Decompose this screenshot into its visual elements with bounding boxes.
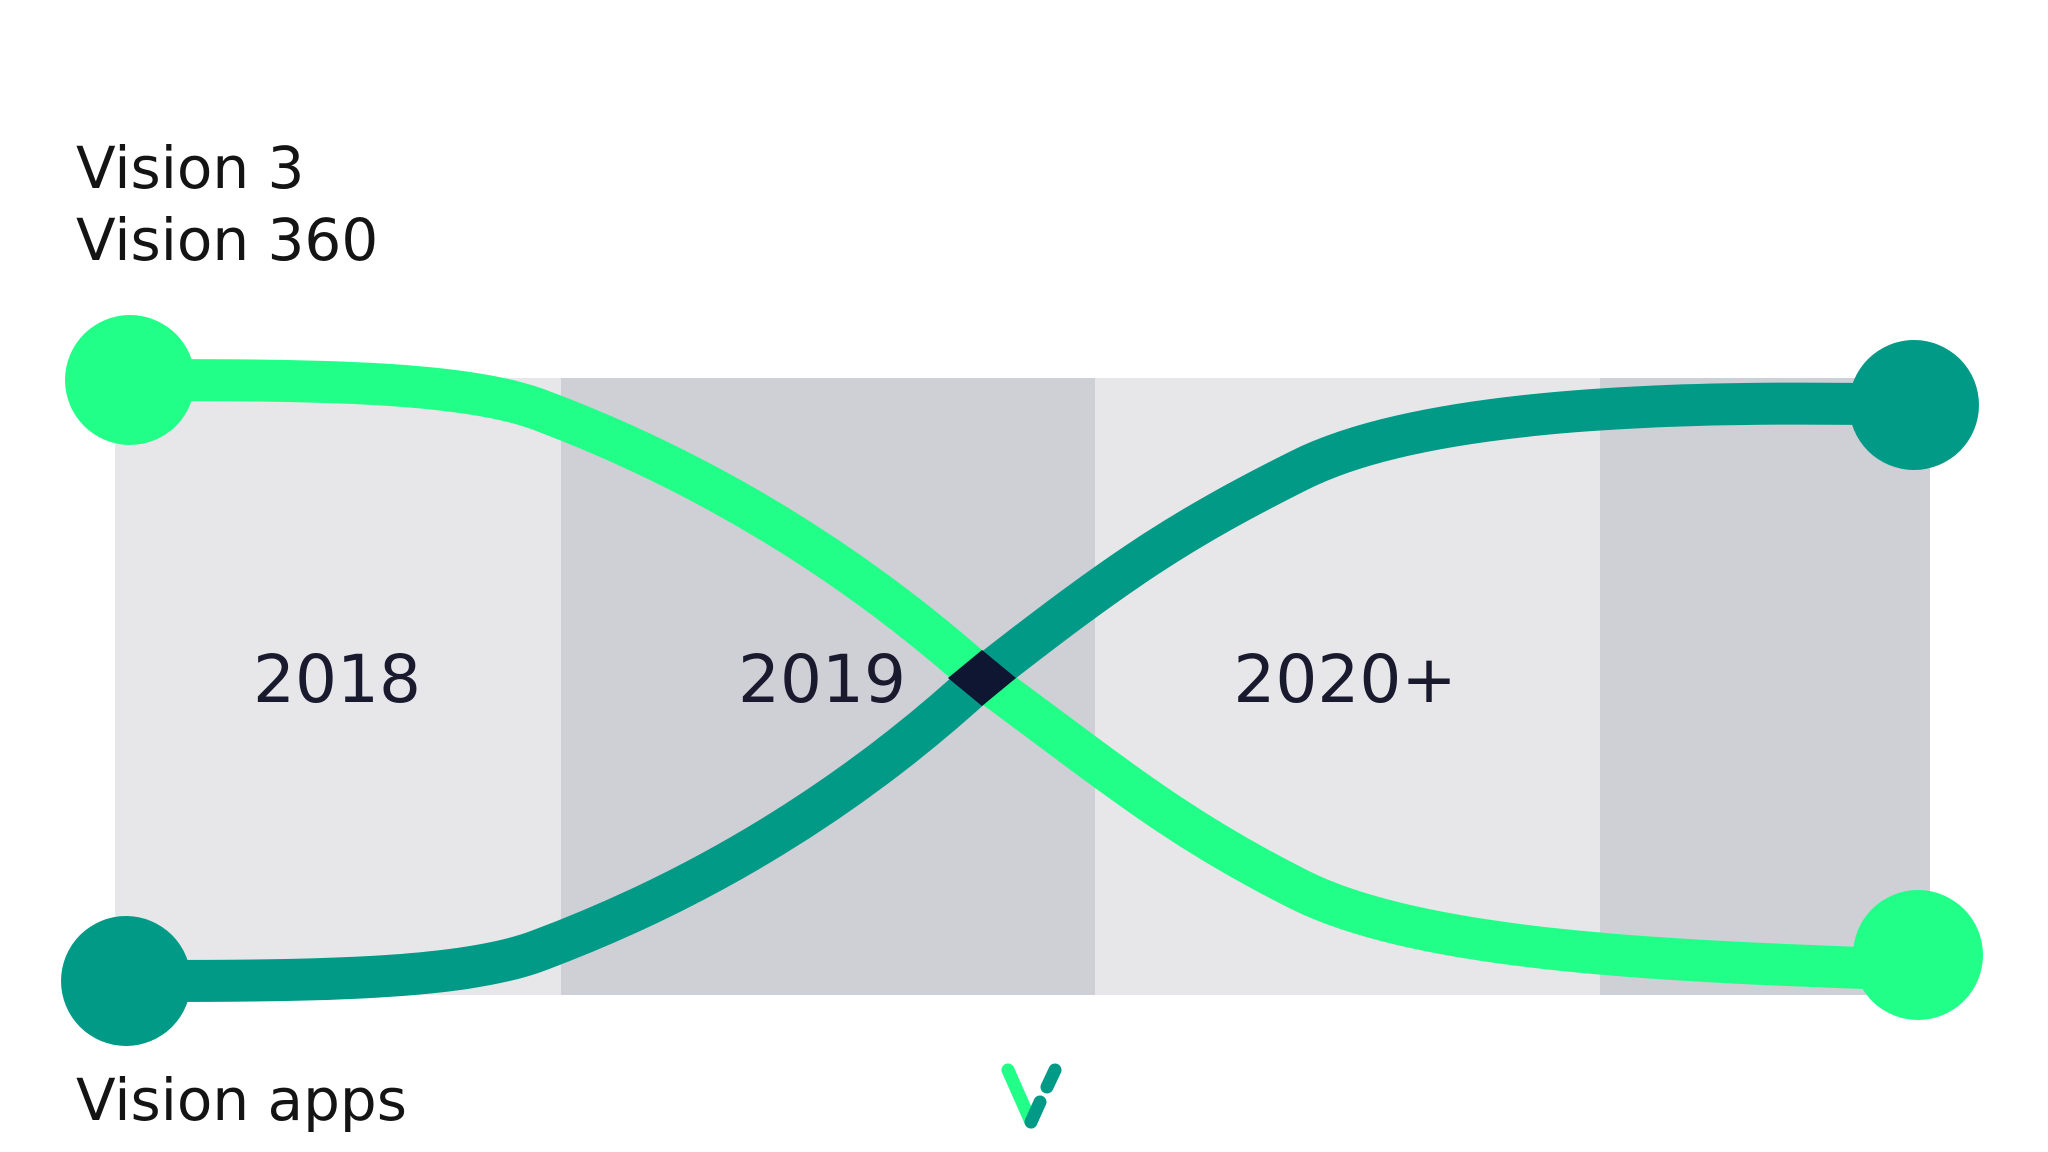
- vision-3-360-start-dot: [65, 315, 195, 445]
- v-logo-icon: [1001, 1063, 1062, 1129]
- band-end: [1600, 378, 1930, 995]
- vision-apps-end-dot: [1849, 340, 1979, 470]
- vision-360-label: Vision 360: [76, 206, 379, 274]
- crossing-marker: [948, 650, 1016, 706]
- vision-3-label: Vision 3: [76, 134, 305, 202]
- vision-apps-start-dot: [61, 916, 191, 1046]
- band-2018: [115, 378, 561, 995]
- year-2019: 2019: [738, 641, 906, 718]
- vision-3-360-end-dot: [1853, 890, 1983, 1020]
- vision-apps-label: Vision apps: [76, 1066, 407, 1134]
- year-2020-plus: 2020+: [1233, 641, 1456, 718]
- year-2018: 2018: [253, 641, 421, 718]
